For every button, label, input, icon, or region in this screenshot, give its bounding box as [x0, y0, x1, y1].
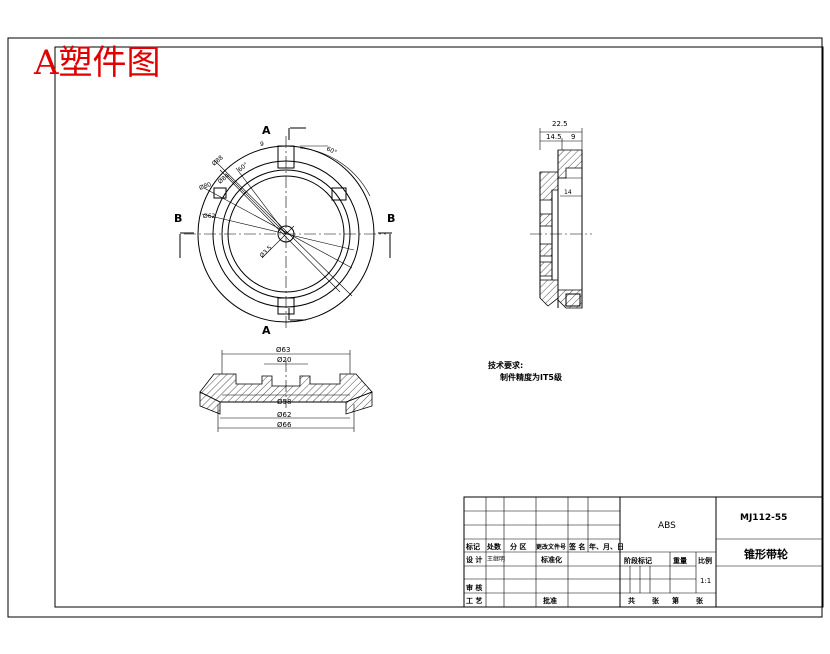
- bottom-view: [199, 350, 373, 432]
- title-zone: 分 区: [510, 542, 526, 551]
- dim-width-total: 22.5: [552, 120, 568, 128]
- dim-d3-5: Ø3.5: [258, 244, 273, 259]
- title-designer: 王继明: [487, 555, 505, 563]
- title-scale: 1:1: [700, 577, 711, 585]
- outer-border: [7, 37, 823, 618]
- tech-notes-heading: 技术要求:: [488, 360, 523, 370]
- title-change-doc: 更改文件号: [536, 543, 566, 551]
- dim-d58: Ø58: [277, 398, 291, 406]
- title-standardization: 标准化: [540, 555, 562, 564]
- title-ratio: 比例: [698, 556, 712, 565]
- title-total: 共: [628, 596, 635, 605]
- title-count: 处数: [486, 542, 502, 551]
- title-material: ABS: [658, 521, 676, 531]
- dim-d66: Ø66: [277, 421, 292, 429]
- section-label-b-right: B: [387, 212, 395, 225]
- title-sheet: 张: [696, 596, 704, 605]
- dim-width-b: 9: [571, 133, 575, 141]
- dim-d20: Ø20: [277, 356, 291, 364]
- title-signature: 签 名: [568, 542, 585, 551]
- dim-d62-bottom: Ø62: [277, 411, 291, 419]
- title-design: 设 计: [466, 555, 482, 564]
- title-drawing-no: MJ112-55: [740, 513, 787, 523]
- dim-angle-2: 60°: [325, 145, 338, 156]
- dim-depth: 14: [564, 189, 572, 196]
- title-weight: 重量: [673, 556, 687, 565]
- dim-d88: Ø88: [211, 154, 225, 167]
- dim-d84: Ø84: [217, 172, 231, 185]
- dim-d80: Ø80: [198, 181, 212, 192]
- sheet-title: A塑件图: [33, 43, 161, 83]
- title-stage-mark: 阶段标记: [624, 556, 652, 565]
- section-label-b-left: B: [174, 212, 182, 225]
- dim-slot-width: 9: [260, 141, 264, 148]
- title-sheets: 张: [652, 596, 660, 605]
- inner-border: [54, 46, 824, 608]
- title-process: 工 艺: [466, 596, 482, 605]
- section-view: [530, 128, 592, 309]
- dim-d63: Ø63: [276, 346, 290, 354]
- title-review: 审 核: [466, 583, 482, 592]
- title-block-grid: [463, 496, 824, 608]
- dim-width-a: 14.5: [546, 133, 562, 141]
- title-mark: 标记: [465, 542, 480, 551]
- section-label-a-bottom: A: [262, 324, 271, 337]
- title-page: 第: [672, 596, 679, 605]
- title-date: 年、月、日: [589, 542, 624, 551]
- front-view: [179, 127, 392, 330]
- dim-d62: Ø62: [203, 213, 216, 220]
- title-part-name: 锥形带轮: [744, 547, 788, 561]
- tech-notes-line1: 制件精度为IT5级: [500, 372, 563, 382]
- section-label-a-top: A: [262, 124, 271, 137]
- title-approve: 批准: [543, 596, 557, 605]
